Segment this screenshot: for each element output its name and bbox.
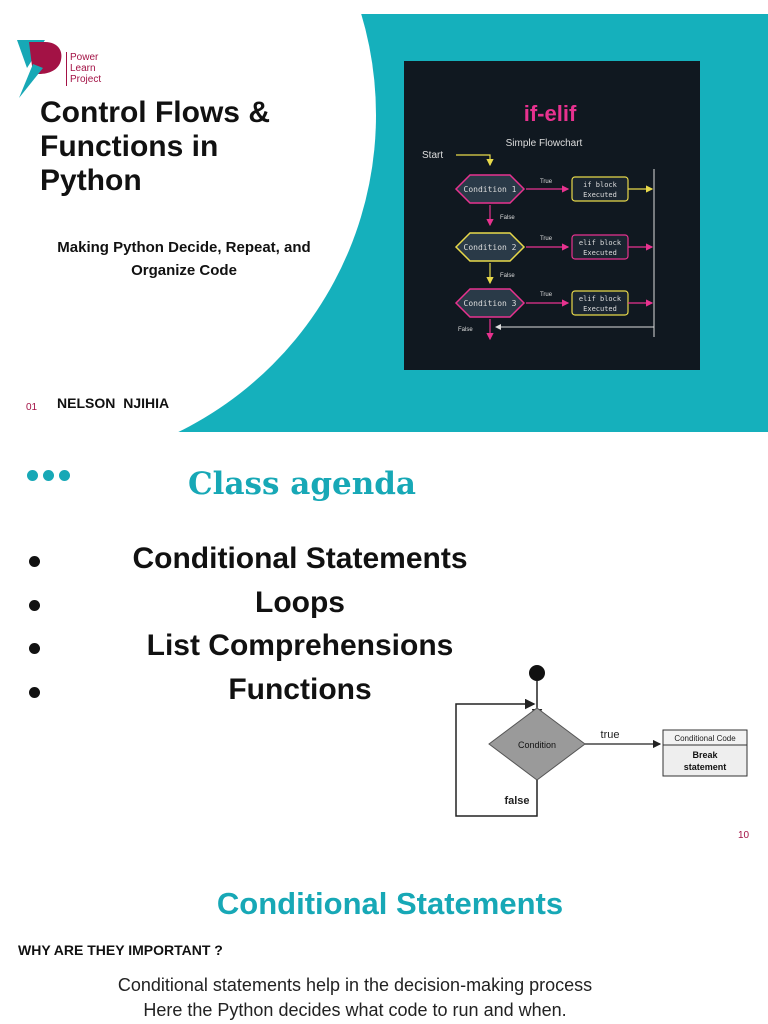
condition-label: Condition 2	[464, 243, 517, 252]
slide-title: Conditional Statements	[216, 886, 564, 921]
condition-label: Condition 3	[464, 299, 517, 308]
break-label: statement	[684, 762, 727, 772]
true-label: True	[540, 236, 553, 242]
agenda-slide: Class agenda Conditional Statements Loop…	[0, 432, 768, 864]
block-label: Executed	[583, 249, 617, 257]
false-label: false	[504, 795, 529, 807]
title-line: Python	[40, 164, 142, 197]
block-label: elif block	[579, 239, 622, 247]
flowchart-start-label: Start	[422, 150, 443, 161]
break-label: Break	[692, 750, 718, 760]
slide-title: Control Flows & Functions in Python	[40, 96, 340, 198]
bullet-dot	[29, 600, 40, 611]
condition-label: Condition	[518, 740, 556, 750]
logo-word: Project	[70, 74, 102, 85]
bullet-dot	[29, 687, 40, 698]
bullet-dot	[29, 643, 40, 654]
title-line: Functions in	[40, 130, 219, 163]
condition-shape	[454, 174, 526, 204]
slide-number: 01	[26, 402, 38, 413]
break-statement-diagram: Condition true Conditional Code Break st…	[455, 665, 748, 817]
false-label: False	[500, 273, 515, 279]
subtitle-line: Making Python Decide, Repeat, and	[57, 239, 311, 256]
agenda-item: Loops	[255, 586, 345, 619]
power-learn-project-logo	[17, 40, 62, 98]
logo-divider	[66, 52, 67, 86]
true-label: true	[601, 729, 620, 741]
agenda-item: Conditional Statements	[132, 542, 468, 575]
decorative-dots	[27, 468, 75, 486]
agenda-item: Functions	[228, 673, 372, 706]
body-line: Here the Python decides what code to run…	[143, 1000, 567, 1020]
agenda-title: Class agenda	[188, 466, 417, 502]
subtitle-line: Organize Code	[131, 262, 237, 279]
logo-word: Learn	[70, 63, 96, 74]
true-label: True	[540, 292, 553, 298]
start-node	[529, 665, 545, 681]
false-label: False	[458, 327, 473, 333]
conditional-code-label: Conditional Code	[674, 734, 736, 743]
start-arrow	[456, 154, 494, 167]
bullet-dot	[29, 556, 40, 567]
condition-label: Condition 1	[464, 185, 517, 194]
flowchart-subheading: Simple Flowchart	[506, 138, 583, 149]
if-elif-flowchart: if-elif Simple Flowchart Start Condition…	[404, 61, 700, 370]
loop-back-arrow	[455, 698, 538, 817]
slide-subtitle: Making Python Decide, Repeat, and Organi…	[36, 236, 332, 282]
logo-wordmark: Power Learn Project	[70, 52, 101, 85]
block-label: Executed	[583, 191, 617, 199]
false-label: False	[500, 215, 515, 221]
body-line: Conditional statements help in the decis…	[117, 975, 593, 995]
condition-shape	[454, 288, 526, 318]
conditional-statements-slide: Conditional Statements WHY ARE THEY IMPO…	[0, 864, 768, 1024]
block-label: elif block	[579, 295, 622, 303]
flowchart-heading: if-elif	[524, 101, 577, 126]
break-box	[662, 744, 748, 777]
author-name: NELSON NJIHIA	[57, 395, 170, 411]
section-question: WHY ARE THEY IMPORTANT ?	[18, 942, 223, 958]
true-label: True	[540, 179, 553, 185]
slide-number: 10	[738, 830, 750, 841]
condition-shape	[454, 232, 526, 262]
block-label: if block	[583, 181, 618, 189]
title-slide: Power Learn Project Control Flows & Func…	[0, 0, 768, 432]
agenda-item: List Comprehensions	[146, 629, 454, 662]
title-line: Control Flows &	[40, 96, 270, 129]
block-label: Executed	[583, 305, 617, 313]
logo-word: Power	[70, 52, 99, 63]
